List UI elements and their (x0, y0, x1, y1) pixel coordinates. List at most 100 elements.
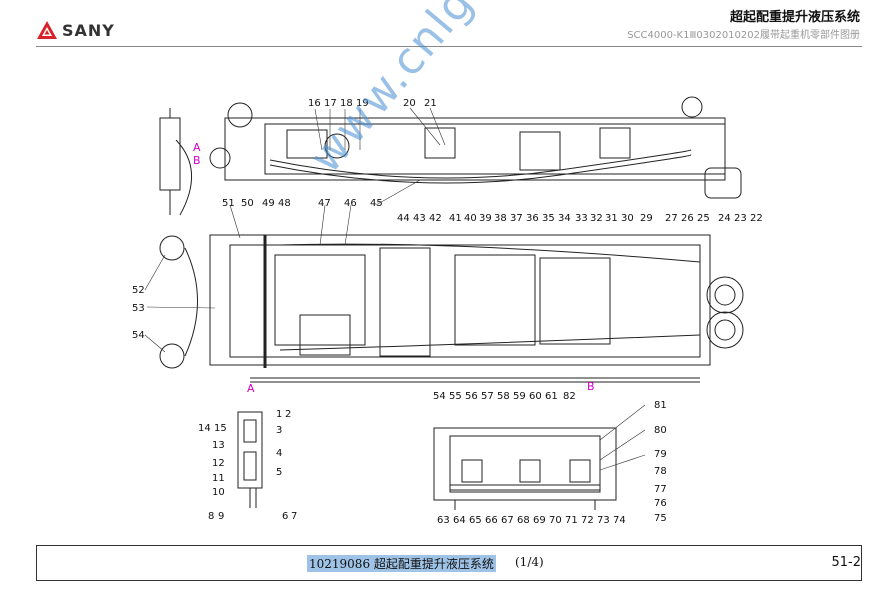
callout-label: 6 (282, 511, 288, 522)
callout-label: 4 (276, 448, 282, 459)
callout-label: 68 (517, 515, 530, 526)
callout-label: 79 (654, 449, 667, 460)
callout-label: 58 (497, 391, 510, 402)
document-title: 超起配重提升液压系统 (729, 10, 860, 25)
callout-label: 31 (605, 213, 618, 224)
callout-label: 35 (542, 213, 555, 224)
view-marks: A B A B (193, 141, 595, 395)
view-mark-b-detail: B (587, 380, 595, 393)
callouts-view-a: 1 2 14 15 3 13 4 12 11 5 10 8 9 6 7 (198, 409, 297, 522)
boom-upper-view (209, 96, 742, 199)
callout-label: 33 (575, 213, 588, 224)
callout-label: 37 (510, 213, 523, 224)
page-number: 51-2 (831, 555, 861, 570)
callout-label: 32 (590, 213, 603, 224)
callout-label: 54 (433, 391, 446, 402)
callout-label: 53 (132, 303, 145, 314)
callout-label: 46 (344, 198, 357, 209)
view-mark-a-detail: A (247, 382, 255, 395)
callout-label: 17 (324, 98, 337, 109)
crawler-frame-plan-view (159, 234, 744, 383)
callout-label: 63 (437, 515, 450, 526)
document-subtitle: SCC4000-K1Ⅲ0302010202履带起重机零部件图册 (627, 30, 860, 41)
callouts-row2: 51 50 49 48 47 46 45 44 43 42 41 40 39 3… (222, 198, 763, 224)
callout-label: 14 (198, 423, 211, 434)
callout-label: 34 (558, 213, 571, 224)
callout-label: 27 (665, 213, 678, 224)
sany-logo: SANY (36, 20, 115, 40)
callout-label: 49 (262, 198, 275, 209)
callout-label: 57 (481, 391, 494, 402)
callout-label: 66 (485, 515, 498, 526)
callout-label: 8 (208, 511, 214, 522)
callout-label: 48 (278, 198, 291, 209)
callout-label: 60 (529, 391, 542, 402)
callout-label: 77 (654, 484, 667, 495)
callouts-top: 16 17 18 19 20 21 (308, 98, 437, 109)
callout-label: 36 (526, 213, 539, 224)
callout-label: 29 (640, 213, 653, 224)
detail-view-a (237, 411, 263, 508)
callout-label: 41 (449, 213, 462, 224)
callout-label: 75 (654, 513, 667, 524)
callout-label: 16 (308, 98, 321, 109)
part-code-title: 10219086 超起配重提升液压系统 (307, 555, 496, 572)
callout-label: 55 (449, 391, 462, 402)
callout-label: 15 (214, 423, 227, 434)
callout-label: 71 (565, 515, 578, 526)
callout-label: 50 (241, 198, 254, 209)
callout-label: 45 (370, 198, 383, 209)
callout-label: 40 (464, 213, 477, 224)
callout-label: 59 (513, 391, 526, 402)
callout-label: 81 (654, 400, 667, 411)
callout-label: 80 (654, 425, 667, 436)
callout-label: 18 (340, 98, 353, 109)
callout-label: 42 (429, 213, 442, 224)
callout-label: 39 (479, 213, 492, 224)
callout-label: 51 (222, 198, 235, 209)
callout-label: 47 (318, 198, 331, 209)
callout-label: 74 (613, 515, 626, 526)
callout-label: 21 (424, 98, 437, 109)
callout-label: 9 (218, 511, 224, 522)
hydraulic-parts-drawing: 16 17 18 19 20 21 51 50 49 48 47 46 45 4… (0, 48, 886, 538)
callout-label: 1 (276, 409, 282, 420)
callout-label: 7 (291, 511, 297, 522)
callout-label: 25 (697, 213, 710, 224)
callout-label: 54 (132, 330, 145, 341)
callout-label: 19 (356, 98, 369, 109)
callout-label: 22 (750, 213, 763, 224)
callout-label: 82 (563, 391, 576, 402)
callout-label: 3 (276, 425, 282, 436)
callouts-view-b-bottom: 63 64 65 66 67 68 69 70 71 72 73 74 (437, 515, 626, 526)
callout-label: 56 (465, 391, 478, 402)
callout-label: 76 (654, 498, 667, 509)
sheet-fraction: (1/4) (515, 555, 544, 569)
callout-label: 64 (453, 515, 466, 526)
callout-label: 44 (397, 213, 410, 224)
title-block: 10219086 超起配重提升液压系统 (1/4) 51-2 (36, 545, 862, 581)
callout-label: 20 (403, 98, 416, 109)
callout-label: 72 (581, 515, 594, 526)
callout-label: 23 (734, 213, 747, 224)
callouts-view-b-top: 54 55 56 57 58 59 60 61 82 (433, 391, 576, 402)
detail-view-left (159, 108, 192, 216)
callout-label: 70 (549, 515, 562, 526)
callout-label: 11 (212, 473, 225, 484)
callouts-left: 52 53 54 (132, 285, 145, 341)
callouts-view-b-right: 81 80 79 78 77 76 75 (654, 400, 667, 524)
callout-label: 12 (212, 458, 225, 469)
callout-label: 52 (132, 285, 145, 296)
brand-name: SANY (62, 20, 115, 40)
callout-label: 2 (285, 409, 291, 420)
sany-logo-icon (37, 21, 57, 39)
page-header: SANY 超起配重提升液压系统 SCC4000-K1Ⅲ0302010202履带起… (0, 0, 886, 48)
callout-label: 10 (212, 487, 225, 498)
callout-label: 38 (494, 213, 507, 224)
view-mark-b: B (193, 154, 201, 167)
callout-label: 61 (545, 391, 558, 402)
callout-label: 30 (621, 213, 634, 224)
callout-label: 13 (212, 440, 225, 451)
callout-label: 24 (718, 213, 731, 224)
callout-label: 65 (469, 515, 482, 526)
